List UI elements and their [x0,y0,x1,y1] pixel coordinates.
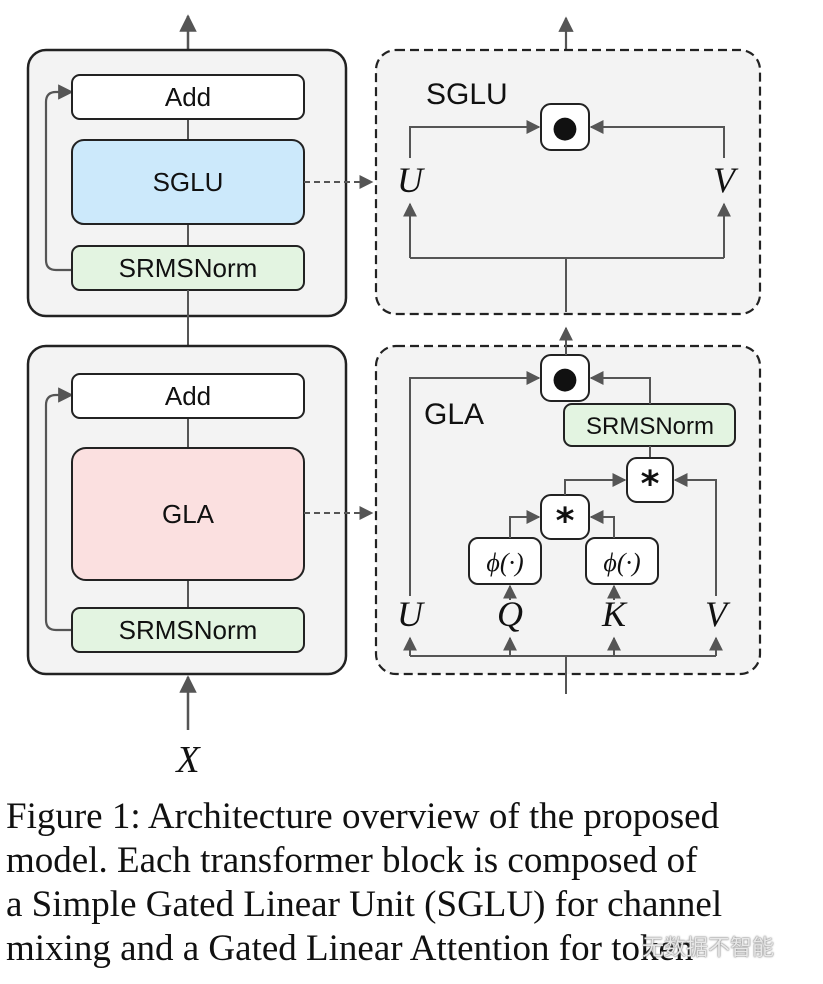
add-label-top: Add [165,82,211,112]
gla-phi-k-box [585,537,659,585]
gla-phi-q-to-star [509,510,541,538]
residual-connection-bottom [44,387,74,632]
gla-u-label: U [397,594,425,634]
gla-label: GLA [162,499,215,529]
gla-q-label: Q [497,594,523,634]
srmsnorm-label-bottom: SRMSNorm [119,615,258,645]
gla-hadamard-symbol: ● [552,361,578,396]
srmsnorm-label-top: SRMSNorm [119,253,258,283]
sglu-u-label: U [397,160,425,200]
sglu-v-label: V [713,160,739,200]
gla-v-to-star [673,473,717,596]
gla-lower-to-upper [564,473,627,495]
figure-caption: Figure 1: Architecture overview of the p… [6,795,798,971]
input-label-x: X [174,739,201,781]
watermark: 无数据不智能 [642,936,775,961]
caption-line: mixing and a Gated Linear Attention for … [6,928,694,969]
architecture-diagram: Add SGLU SRMSNorm Add GLA SRMSNorm X SGL… [26,14,762,781]
gla-u-to-op [409,371,541,596]
srmsnorm-box-bottom [71,607,305,653]
gla-detail-title: GLA [424,398,484,431]
gla-input-split [410,655,716,694]
gla-phi-q-label: ϕ(·) [486,548,523,577]
sglu-detail-panel [374,48,762,316]
caption-line: model. Each transformer block is compose… [6,840,698,881]
sglu-input-split [410,257,724,312]
gla-v-label: V [705,594,731,634]
sglu-v-to-op [589,120,725,158]
gla-phi-k-label: ϕ(·) [603,548,640,577]
gla-star-op-upper [626,457,674,503]
sglu-u-to-op [409,120,541,158]
caption-line: a Simple Gated Linear Unit (SGLU) for ch… [6,884,723,925]
add-label-bottom: Add [165,381,211,411]
add-box-top [71,74,305,120]
gla-norm-to-op [589,371,651,404]
sglu-detail-title: SGLU [426,78,508,111]
gla-phi-q-box [468,537,542,585]
sglu-hadamard-symbol: ● [552,110,578,145]
gla-phi-k-to-star [589,510,615,538]
gla-star-symbol-upper: * [641,464,660,505]
sglu-label: SGLU [153,167,224,197]
gla-star-symbol-lower: * [556,501,575,542]
gla-k-label: K [601,594,628,634]
gla-srmsnorm-label: SRMSNorm [586,413,714,440]
caption-line: Figure 1: Architecture overview of the p… [6,796,720,837]
sglu-hadamard-op [540,103,590,151]
residual-connection-top [44,84,74,272]
add-box-bottom [71,373,305,419]
